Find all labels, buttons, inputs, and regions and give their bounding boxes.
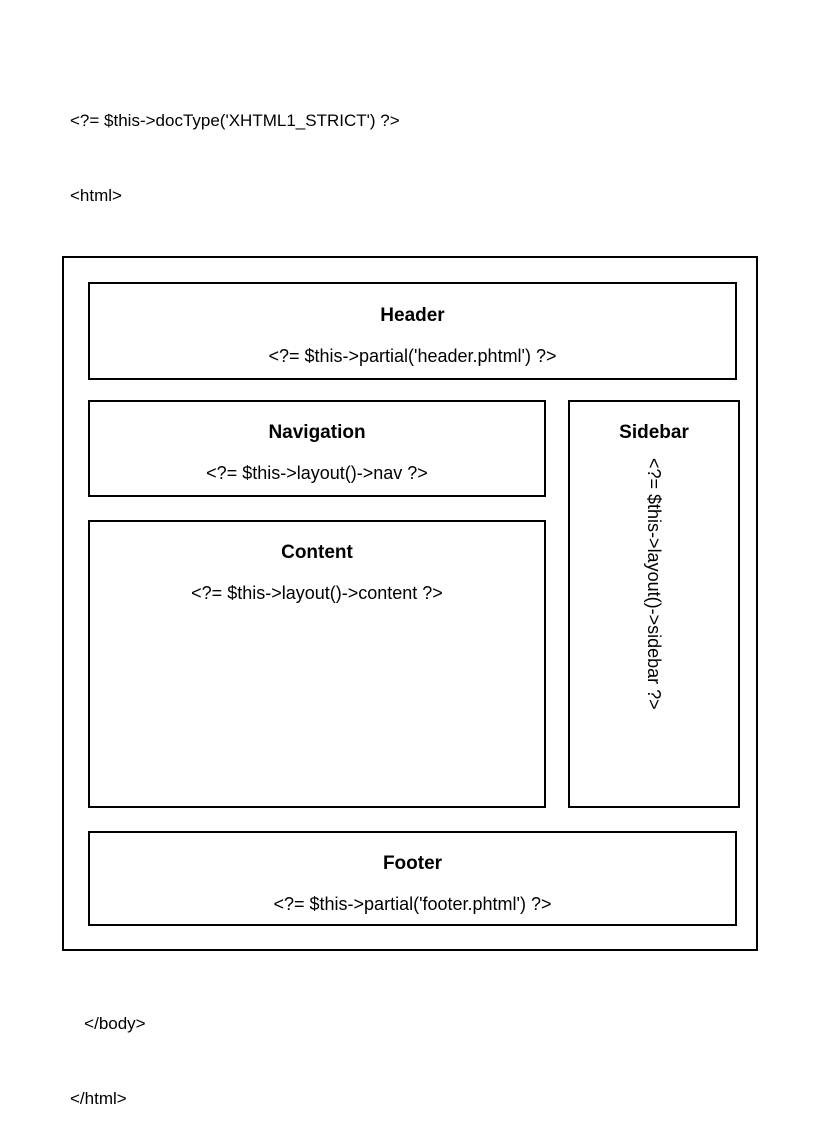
code-line-body-close: </body> (70, 1014, 146, 1033)
region-content-code: <?= $this->layout()->content ?> (191, 583, 443, 603)
region-header: Header <?= $this->partial('header.phtml'… (88, 282, 737, 380)
region-sidebar-title: Sidebar (619, 422, 689, 443)
region-navigation-code: <?= $this->layout()->nav ?> (206, 463, 428, 483)
region-header-code: <?= $this->partial('header.phtml') ?> (268, 346, 557, 366)
code-line-html-open: <html> (70, 186, 122, 205)
region-sidebar-code: <?= $this->layout()->sidebar ?> (644, 458, 664, 710)
region-footer-code: <?= $this->partial('footer.phtml') ?> (273, 894, 552, 914)
region-navigation: Navigation <?= $this->layout()->nav ?> (88, 400, 546, 497)
region-navigation-title: Navigation (268, 422, 366, 443)
region-content: Content <?= $this->layout()->content ?> (88, 520, 546, 808)
region-sidebar-code-wrap: <?= $this->layout()->sidebar ?> (570, 442, 738, 772)
php-layout-code-bottom: </body> </html> (70, 961, 146, 1136)
body-layout-frame: Header <?= $this->partial('header.phtml'… (62, 256, 758, 951)
region-footer: Footer <?= $this->partial('footer.phtml'… (88, 831, 737, 926)
code-line-doctype: <?= $this->docType('XHTML1_STRICT') ?> (70, 111, 400, 130)
region-content-title: Content (281, 542, 353, 563)
region-header-title: Header (380, 305, 445, 326)
region-footer-title: Footer (382, 853, 443, 874)
region-sidebar: Sidebar <?= $this->layout()->sidebar ?> (568, 400, 740, 808)
code-line-html-close: </html> (70, 1089, 127, 1108)
